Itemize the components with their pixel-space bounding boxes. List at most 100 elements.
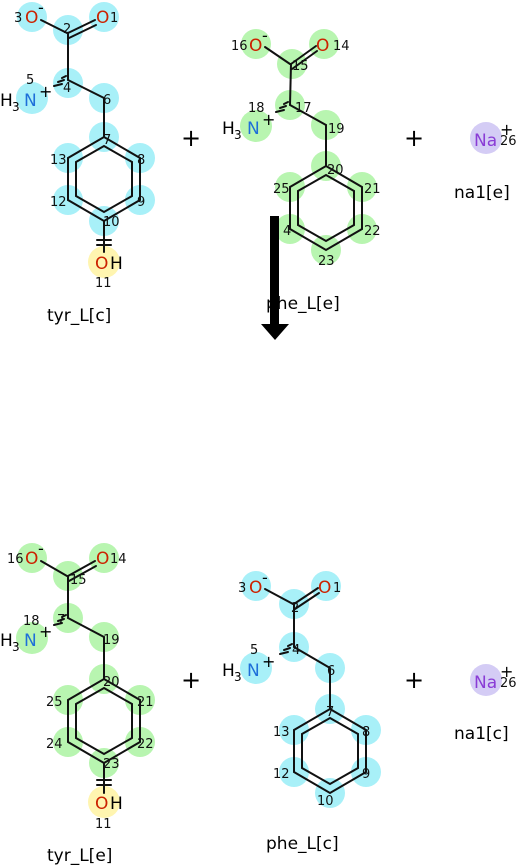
atom-number: 9 — [362, 767, 370, 782]
bonds — [264, 587, 367, 795]
hydrogen-prefix: H — [0, 91, 13, 111]
atom-number: 17 — [295, 101, 312, 116]
atom-number: 14 — [110, 552, 127, 567]
oxygen-atom: O — [316, 36, 329, 56]
atom-number: 10 — [317, 794, 334, 809]
molecule-label: tyr_L[e] — [47, 846, 112, 866]
atom-number: 13 — [50, 153, 67, 168]
atom-number: 7 — [326, 705, 334, 720]
molecule-na1-e: Na + 26 na1[e] — [454, 120, 517, 203]
atom-number: 5 — [26, 73, 34, 88]
atom-number: 26 — [500, 134, 517, 149]
molecule-label: tyr_L[c] — [47, 306, 111, 326]
oxygen-atom: O — [249, 36, 262, 56]
positive-charge: + — [500, 662, 513, 681]
atom-number: 14 — [333, 39, 350, 54]
atom-number: 13 — [273, 725, 290, 740]
oxygen-atom: O — [318, 578, 331, 598]
atom-number: 19 — [328, 122, 345, 137]
atom-number: 2 — [291, 601, 299, 616]
hydrogen-prefix: H — [222, 661, 235, 681]
hydrogen-suffix: H — [110, 794, 123, 814]
atom-number: 21 — [364, 182, 381, 197]
atom-number: 23 — [318, 254, 335, 269]
bonds — [40, 19, 141, 253]
atom-number: 5 — [250, 643, 258, 658]
atom-number: 3 — [238, 581, 246, 596]
atom-number: 22 — [364, 224, 381, 239]
atom-number: 22 — [137, 737, 154, 752]
atom-number: 18 — [23, 614, 40, 629]
oxygen-atom: O — [25, 549, 38, 569]
molecule-phe-l-e: 16 O - O 14 15 18 H 3 N + 17 19 20 21 22… — [222, 26, 381, 314]
atom-number: 4 — [292, 643, 300, 658]
atom-highlight — [470, 664, 502, 696]
atom-number: 18 — [248, 101, 265, 116]
molecule-label: phe_L[e] — [266, 294, 340, 314]
atom-number: 23 — [103, 757, 120, 772]
atom-number: 6 — [327, 664, 335, 679]
atom-number: 4 — [283, 224, 291, 239]
atom-number: 19 — [103, 633, 120, 648]
oxygen-atom: O — [95, 254, 108, 274]
molecule-label: phe_L[c] — [266, 834, 339, 854]
positive-charge: + — [262, 652, 275, 671]
atom-number: 15 — [70, 573, 87, 588]
plus-sign: + — [181, 124, 201, 152]
reaction-arrow — [261, 216, 289, 340]
atom-number: 4 — [63, 81, 71, 96]
atom-number: 1 — [333, 581, 341, 596]
atom-number: 8 — [137, 153, 145, 168]
molecule-tyr-l-e: 16 O - O 14 15 18 H 3 N + 7 19 20 21 22 … — [0, 539, 155, 866]
atom-number: 2 — [63, 22, 71, 37]
atom-highlight — [470, 122, 502, 154]
molecule-na1-c: Na + 26 na1[c] — [454, 662, 517, 744]
negative-charge: - — [38, 0, 44, 17]
atom-number: 26 — [500, 676, 517, 691]
bonds — [40, 560, 141, 794]
oxygen-atom: O — [96, 8, 109, 28]
sodium-atom: Na — [474, 673, 497, 693]
nitrogen-atom: N — [247, 661, 260, 681]
positive-charge: + — [262, 110, 275, 129]
molecule-label: na1[e] — [454, 183, 510, 203]
sodium-atom: Na — [474, 131, 497, 151]
positive-charge: + — [39, 622, 52, 641]
atom-number: 8 — [362, 725, 370, 740]
atom-number: 3 — [14, 11, 22, 26]
atom-number: 12 — [50, 195, 67, 210]
hydrogen-count: 3 — [12, 640, 20, 654]
hydrogen-count: 3 — [234, 128, 242, 142]
atom-number: 24 — [46, 737, 63, 752]
atom-number: 10 — [103, 215, 120, 230]
atom-number: 16 — [7, 552, 24, 567]
atom-number: 1 — [110, 11, 118, 26]
molecule-phe-l-c: 3 O - O 1 2 5 H 3 N + 4 6 7 8 9 10 12 13… — [222, 568, 381, 854]
atom-number: 20 — [327, 163, 344, 178]
atom-number: 6 — [103, 93, 111, 108]
atom-number: 20 — [103, 675, 120, 690]
hydrogen-count: 3 — [234, 670, 242, 684]
atom-number: 11 — [95, 276, 112, 291]
negative-charge: - — [262, 568, 268, 587]
nitrogen-atom: N — [247, 119, 260, 139]
nitrogen-atom: N — [24, 91, 37, 111]
atom-number: 12 — [273, 767, 290, 782]
oxygen-atom: O — [249, 578, 262, 598]
atom-number: 9 — [137, 195, 145, 210]
positive-charge: + — [500, 120, 513, 139]
atom-number: 15 — [292, 59, 309, 74]
atom-number: 11 — [95, 817, 112, 832]
atom-number: 7 — [57, 613, 65, 628]
molecule-label: na1[c] — [454, 724, 509, 744]
atom-number: 16 — [231, 39, 248, 54]
hydrogen-prefix: H — [222, 119, 235, 139]
atom-number: 7 — [103, 133, 111, 148]
atom-number: 21 — [137, 695, 154, 710]
hydrogen-prefix: H — [0, 631, 13, 651]
hydrogen-suffix: H — [110, 254, 123, 274]
atom-number: 25 — [46, 695, 63, 710]
atom-highlights — [16, 2, 155, 278]
oxygen-atom: O — [96, 549, 109, 569]
